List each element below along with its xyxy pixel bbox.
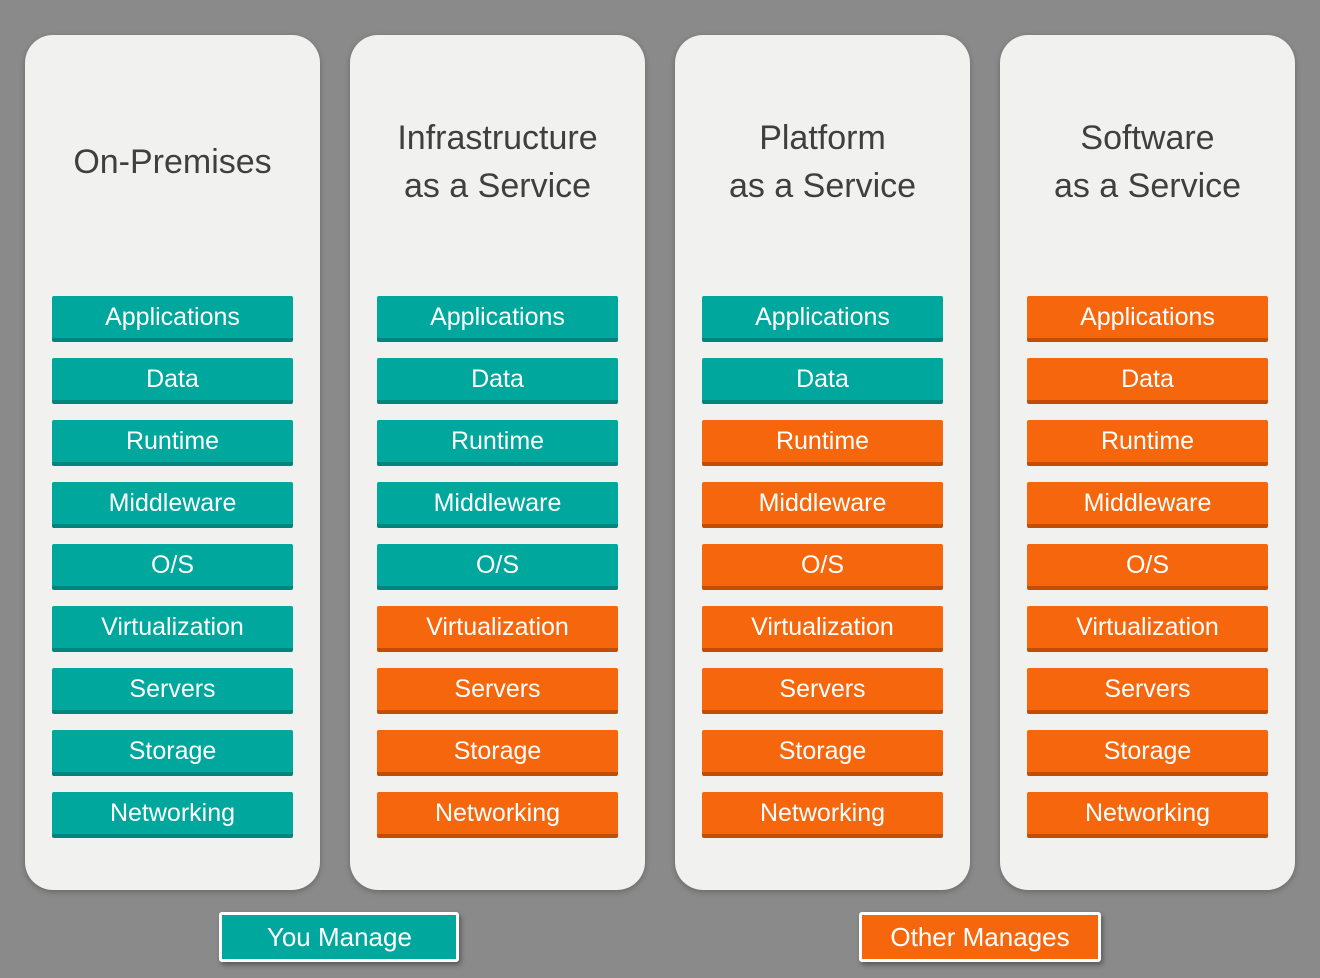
bar-virtualization: Virtualization (377, 606, 618, 652)
bar-middleware: Middleware (377, 482, 618, 528)
bar-applications: Applications (52, 296, 293, 342)
legend: You Manage Other Manages (0, 912, 1320, 962)
bar-networking: Networking (1027, 792, 1268, 838)
bar-middleware: Middleware (52, 482, 293, 528)
bar-o-s: O/S (377, 544, 618, 590)
bar-networking: Networking (702, 792, 943, 838)
bar-middleware: Middleware (702, 482, 943, 528)
bar-applications: Applications (377, 296, 618, 342)
bar-storage: Storage (702, 730, 943, 776)
bar-data: Data (52, 358, 293, 404)
bar-data: Data (377, 358, 618, 404)
bar-storage: Storage (377, 730, 618, 776)
bar-runtime: Runtime (702, 420, 943, 466)
bar-middleware: Middleware (1027, 482, 1268, 528)
column-title-paas: Platform as a Service (728, 118, 917, 205)
bar-storage: Storage (1027, 730, 1268, 776)
bar-virtualization: Virtualization (702, 606, 943, 652)
bar-virtualization: Virtualization (52, 606, 293, 652)
bar-o-s: O/S (52, 544, 293, 590)
bar-o-s: O/S (1027, 544, 1268, 590)
column-title-saas: Software as a Service (1053, 118, 1242, 205)
column-card-iaas: Infrastructure as a Service Applications… (350, 35, 645, 890)
bar-runtime: Runtime (377, 420, 618, 466)
bar-servers: Servers (52, 668, 293, 714)
bar-o-s: O/S (702, 544, 943, 590)
bar-servers: Servers (702, 668, 943, 714)
bar-storage: Storage (52, 730, 293, 776)
bar-servers: Servers (377, 668, 618, 714)
chip-other-manages: Other Manages (859, 912, 1101, 962)
bar-data: Data (1027, 358, 1268, 404)
chip-you-manage: You Manage (219, 912, 460, 962)
bar-servers: Servers (1027, 668, 1268, 714)
bar-applications: Applications (702, 296, 943, 342)
bar-networking: Networking (52, 792, 293, 838)
bar-runtime: Runtime (1027, 420, 1268, 466)
bar-data: Data (702, 358, 943, 404)
bar-networking: Networking (377, 792, 618, 838)
bar-virtualization: Virtualization (1027, 606, 1268, 652)
column-title-on-premises: On-Premises (73, 142, 272, 181)
bar-applications: Applications (1027, 296, 1268, 342)
column-title-iaas: Infrastructure as a Service (397, 118, 598, 205)
bar-runtime: Runtime (52, 420, 293, 466)
